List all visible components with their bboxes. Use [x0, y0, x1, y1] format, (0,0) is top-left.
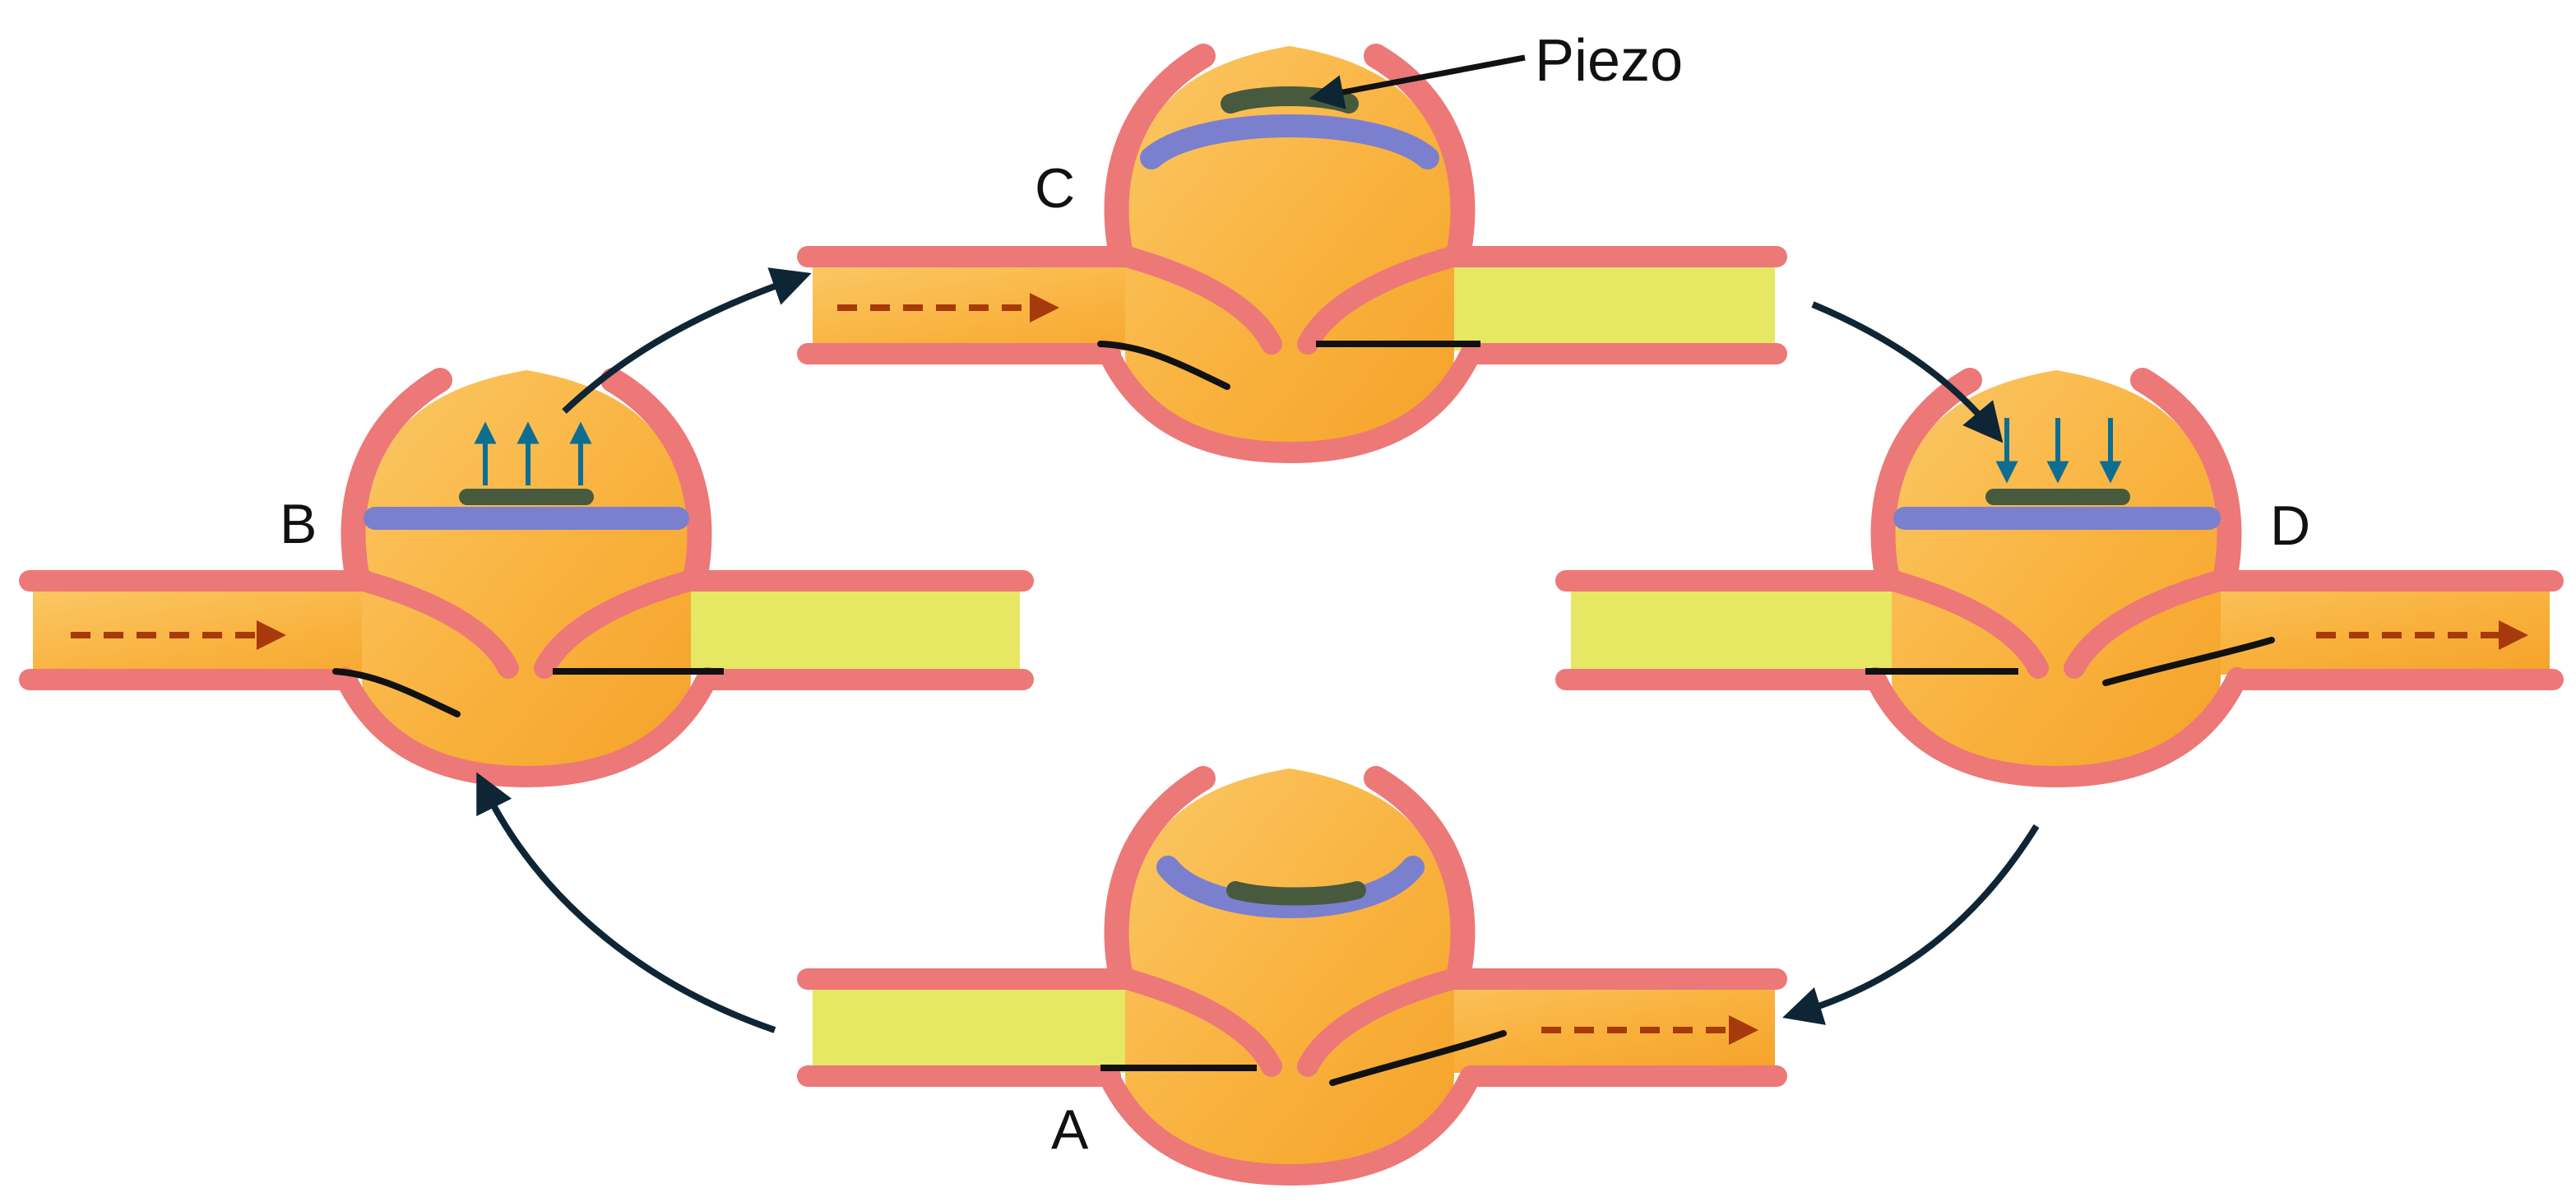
stage-a-outlet-valve: [1329, 1030, 1507, 1086]
stage-d-outlet-valve: [2102, 637, 2275, 686]
stage-b-pump: B: [19, 370, 1034, 777]
stage-a-pump: A: [797, 768, 1787, 1175]
stage-c-inlet-valve: [1097, 341, 1230, 390]
stage-d-pump: D: [1555, 370, 2564, 777]
cycle-arrow-c-to-d-icon: [1811, 301, 2004, 443]
stage-c-piezo: [1221, 86, 1359, 114]
piezo-pointer-arrow-icon: [1309, 54, 1526, 109]
stage-d-label: D: [2270, 494, 2310, 557]
cycle-arrow-a-to-b-icon: [476, 772, 776, 1033]
cycle-arrow-b-to-c-icon: [562, 267, 812, 414]
cycle-arrow-d-to-a-icon: [1782, 824, 2040, 1025]
stage-a-diaphragm: [1156, 856, 1425, 918]
piezo-label: Piezo: [1535, 28, 1683, 94]
stage-c-diaphragm: [1140, 114, 1439, 169]
stage-a-label: A: [1051, 1098, 1089, 1161]
stage-b-inlet-valve: [332, 668, 461, 717]
cycle-arrows: [476, 267, 2040, 1033]
piezo-callout: Piezo: [1309, 28, 1683, 109]
stage-c-label: C: [1035, 157, 1075, 220]
stage-b-label: B: [280, 493, 317, 555]
stage-a-piezo: [1226, 881, 1366, 906]
stage-c-pump: C: [797, 46, 1787, 452]
